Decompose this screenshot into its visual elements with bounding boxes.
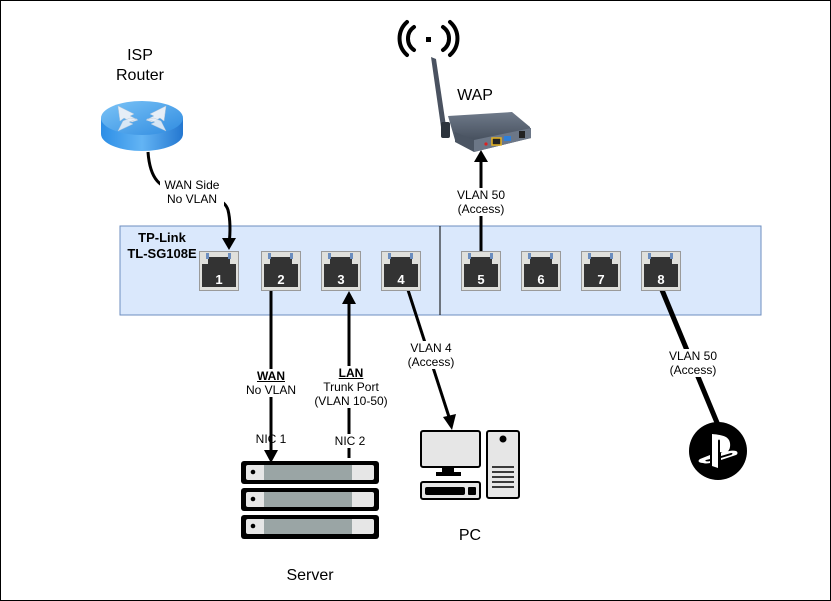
playstation-icon[interactable] (689, 422, 747, 480)
port-number: 4 (397, 272, 405, 287)
link-type-wan: WAN (257, 369, 285, 383)
link-type-lan: LAN (338, 366, 364, 380)
switch-model: TL-SG108E (127, 246, 197, 261)
link-label-port4-pc: VLAN 4 (Access) (400, 341, 462, 369)
port-number: 6 (537, 272, 545, 287)
nic2-label: NIC 2 (332, 434, 368, 448)
port-number: 8 (657, 272, 665, 287)
ethernet-port-icon (321, 251, 361, 291)
wap-icon[interactable] (431, 57, 531, 152)
server-unit (241, 461, 379, 484)
switch-port-7[interactable]: 7 (581, 251, 621, 291)
switch-port-2[interactable]: 2 (261, 251, 301, 291)
wireless-signal-icon (397, 20, 460, 57)
port-number: 5 (477, 272, 485, 287)
switch-port-5[interactable]: 5 (461, 251, 501, 291)
pc-label: PC (458, 527, 482, 544)
arrowhead-icon (474, 150, 488, 162)
switch-brand: TP-Link (138, 230, 186, 245)
link-label-port2-server: WAN No VLAN (240, 369, 302, 397)
server-label: Server (286, 567, 334, 584)
port-number: 7 (597, 272, 605, 287)
wap-label: WAP (457, 87, 493, 104)
server-icon[interactable] (241, 461, 379, 539)
port-number: 3 (337, 272, 345, 287)
switch-label: TP-Link TL-SG108E (122, 230, 202, 262)
ethernet-port-icon (641, 251, 681, 291)
port-number: 2 (277, 272, 285, 287)
switch-port-8[interactable]: 8 (641, 251, 681, 291)
ethernet-port-icon (199, 251, 239, 291)
arrowhead-icon (342, 291, 356, 304)
link-label-port8-playstation: VLAN 50 (Access) (661, 349, 725, 377)
ethernet-port-icon (581, 251, 621, 291)
router-icon[interactable] (101, 101, 183, 151)
switch-port-1[interactable]: 1 (199, 251, 239, 291)
ethernet-port-icon (461, 251, 501, 291)
server-unit (241, 515, 379, 539)
arrowhead-icon (264, 450, 278, 463)
pc-icon[interactable] (420, 430, 520, 500)
ethernet-port-icon (521, 251, 561, 291)
switch-port-4[interactable]: 4 (381, 251, 421, 291)
ethernet-port-icon (261, 251, 301, 291)
port-number: 1 (215, 272, 223, 287)
link-label-router-port1: WAN Side No VLAN (160, 178, 224, 206)
link-label-port5-wap: VLAN 50 (Access) (449, 188, 513, 216)
switch-port-3[interactable]: 3 (321, 251, 361, 291)
isp-router-label: ISP Router (115, 47, 165, 84)
arrowhead-icon (443, 414, 456, 430)
switch-port-6[interactable]: 6 (521, 251, 561, 291)
server-unit (241, 488, 379, 511)
arrowhead-icon (222, 238, 236, 250)
nic1-label: NIC 1 (255, 432, 287, 446)
ethernet-port-icon (381, 251, 421, 291)
link-label-server-port3: LAN Trunk Port (VLAN 10-50) (312, 366, 390, 408)
